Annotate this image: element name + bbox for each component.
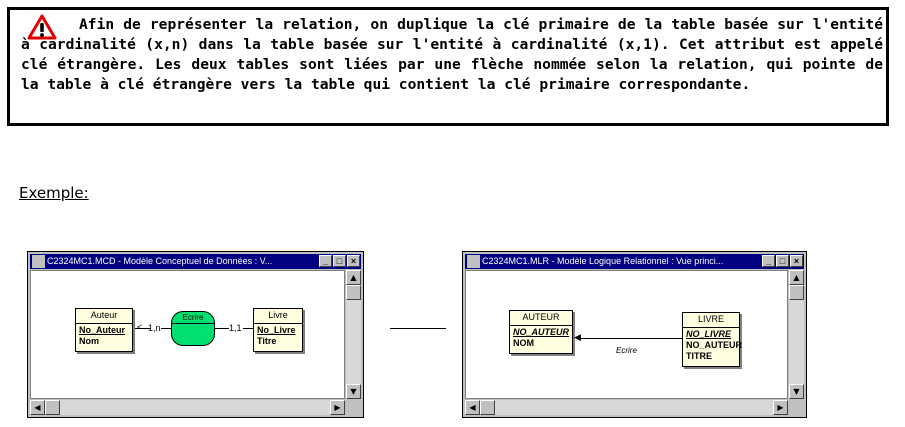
mcd-canvas[interactable]: Auteur No_Auteur Nom < 1,n Ecrire 1,1 Li… (30, 270, 345, 399)
arrow-head: ◀ (574, 332, 581, 342)
scroll-corner (346, 400, 361, 415)
table-attribute: NOM (513, 338, 534, 348)
relation-line (161, 328, 171, 329)
foreign-key-arrow (578, 338, 682, 339)
table-attribute: TITRE (686, 351, 712, 361)
relation-line (135, 328, 151, 329)
scroll-left-button[interactable]: ◀ (465, 400, 480, 415)
horizontal-scrollbar[interactable]: ◀ ▶ (465, 400, 788, 415)
table-attribute: NO_AUTEUR (513, 327, 570, 337)
table-attribute: NO_AUTEUR (686, 340, 743, 350)
mlr-canvas[interactable]: AUTEUR NO_AUTEUR NOM ◀ Ecrire LIVRE NO_L… (465, 270, 788, 399)
entity-attribute: Nom (79, 336, 99, 346)
horizontal-scrollbar[interactable]: ◀ ▶ (30, 400, 345, 415)
cardinality-right: 1,1 (229, 323, 242, 333)
scroll-corner (789, 400, 804, 415)
close-button[interactable]: × (790, 255, 803, 267)
arrow-head: < (137, 322, 143, 332)
relation-line (215, 328, 229, 329)
scroll-down-button[interactable]: ▼ (789, 384, 804, 399)
scroll-down-button[interactable]: ▼ (346, 384, 361, 399)
scroll-right-button[interactable]: ▶ (773, 400, 788, 415)
table-name: AUTEUR (510, 311, 572, 326)
mlr-titlebar[interactable]: C2324MC1.MLR - Modèle Logique Relationne… (465, 254, 804, 269)
scroll-thumb[interactable] (789, 285, 804, 300)
vertical-scrollbar[interactable]: ▲ ▼ (789, 270, 804, 399)
entity-name: Auteur (76, 309, 132, 324)
scroll-left-button[interactable]: ◀ (30, 400, 45, 415)
cardinality-left: 1,n (148, 323, 161, 333)
scroll-right-button[interactable]: ▶ (330, 400, 345, 415)
scroll-thumb[interactable] (346, 285, 361, 300)
relation-line (243, 328, 253, 329)
entity-attribute: No_Livre (257, 325, 296, 335)
app-icon[interactable] (467, 255, 480, 268)
entity-auteur[interactable]: Auteur No_Auteur Nom (75, 308, 133, 352)
mlr-window-title: C2324MC1.MLR - Modèle Logique Relationne… (482, 256, 724, 266)
separator-line (390, 328, 446, 329)
warning-text: Afin de représenter la relation, on dupl… (21, 16, 883, 93)
link-label: Ecrire (616, 346, 637, 355)
mcd-titlebar[interactable]: C2324MC1.MCD - Modèle Conceptuel de Donn… (30, 254, 361, 269)
table-livre[interactable]: LIVRE NO_LIVRE NO_AUTEUR TITRE (682, 312, 743, 367)
vertical-scrollbar[interactable]: ▲ ▼ (346, 270, 361, 399)
close-button[interactable]: × (347, 255, 360, 267)
relation-ecrire[interactable]: Ecrire (171, 311, 215, 346)
example-label: Exemple: (19, 184, 89, 202)
app-icon[interactable] (32, 255, 45, 268)
entity-name: Livre (254, 309, 302, 324)
warning-note: Afin de représenter la relation, on dupl… (7, 7, 889, 126)
maximize-button[interactable]: □ (776, 255, 789, 267)
mlr-window[interactable]: C2324MC1.MLR - Modèle Logique Relationne… (462, 251, 807, 418)
table-attribute: NO_LIVRE (686, 329, 732, 339)
table-name: LIVRE (683, 313, 739, 328)
scroll-thumb[interactable] (480, 400, 495, 415)
warning-icon (27, 14, 57, 40)
scroll-up-button[interactable]: ▲ (789, 270, 804, 285)
mcd-window-title: C2324MC1.MCD - Modèle Conceptuel de Donn… (47, 256, 273, 266)
scroll-thumb[interactable] (45, 400, 60, 415)
entity-livre[interactable]: Livre No_Livre Titre (253, 308, 303, 352)
mcd-window[interactable]: C2324MC1.MCD - Modèle Conceptuel de Donn… (27, 251, 364, 418)
entity-attribute: Titre (257, 336, 277, 346)
minimize-button[interactable]: _ (762, 255, 775, 267)
scroll-up-button[interactable]: ▲ (346, 270, 361, 285)
maximize-button[interactable]: □ (333, 255, 346, 267)
entity-attribute: No_Auteur (79, 325, 126, 335)
minimize-button[interactable]: _ (319, 255, 332, 267)
table-auteur[interactable]: AUTEUR NO_AUTEUR NOM (509, 310, 573, 354)
relation-name: Ecrire (172, 312, 214, 324)
